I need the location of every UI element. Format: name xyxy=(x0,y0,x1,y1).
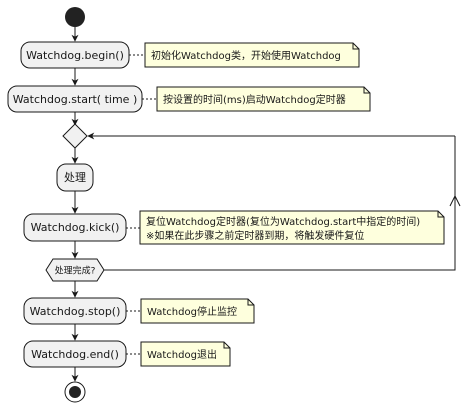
note-kick-text-line1: 复位Watchdog定时器(复位为Watchdog.start中指定的时间) xyxy=(146,215,420,228)
activity-stop: Watchdog.stop() xyxy=(30,305,121,318)
activity-end: Watchdog.end() xyxy=(31,348,119,361)
loop-back-line xyxy=(103,136,456,271)
note-begin-text: 初始化Watchdog类，开始使用Watchdog xyxy=(151,49,341,62)
activity-kick: Watchdog.kick() xyxy=(31,221,120,234)
condition-hexagon xyxy=(45,258,105,282)
note-kick-text-line2: ※如果在此步骤之前定时器到期，将触发硬件复位 xyxy=(146,229,364,242)
note-begin: 初始化Watchdog类，开始使用Watchdog xyxy=(129,42,360,68)
note-end-text: Watchdog退出 xyxy=(147,348,217,361)
note-end: Watchdog退出 xyxy=(126,341,231,367)
loop-up-arrowhead xyxy=(449,194,461,207)
start-node xyxy=(65,7,85,27)
end-node xyxy=(69,386,81,398)
note-start-text: 按设置的时间(ms)启动Watchdog定时器 xyxy=(163,93,346,106)
condition-label: 处理完成? xyxy=(55,265,96,277)
activity-process-box xyxy=(56,163,94,192)
activity-process: 处理 xyxy=(64,171,86,184)
note-stop: Watchdog停止监控 xyxy=(126,298,255,324)
activity-start: Watchdog.start( time ) xyxy=(13,93,138,106)
merge-diamond xyxy=(62,123,88,149)
note-stop-text: Watchdog停止监控 xyxy=(147,305,237,318)
activity-begin: Watchdog.begin() xyxy=(26,49,124,62)
note-kick: 复位Watchdog定时器(复位为Watchdog.start中指定的时间) ※… xyxy=(126,210,445,245)
note-start: 按设置的时间(ms)启动Watchdog定时器 xyxy=(142,86,371,112)
